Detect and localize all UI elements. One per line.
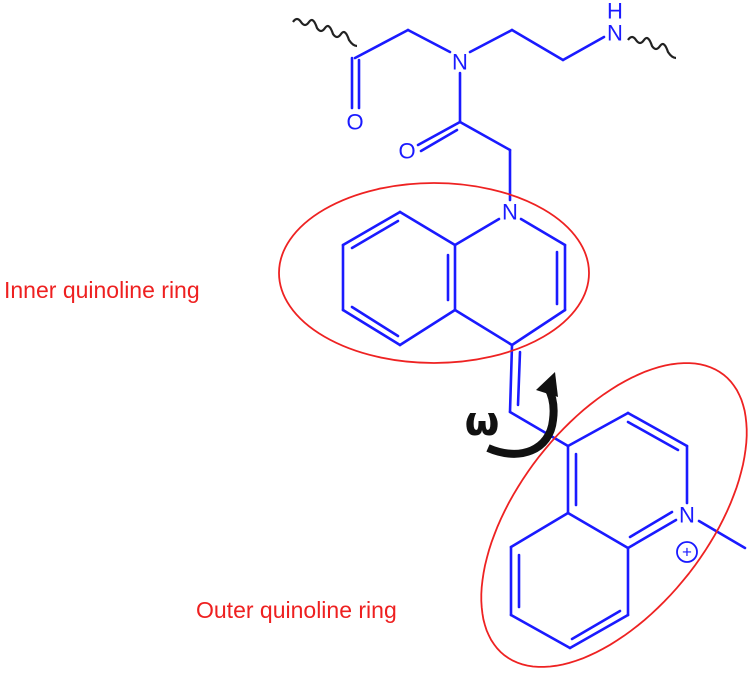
backbone-bonds [350, 28, 606, 202]
atom-n-backbone: N [452, 50, 468, 75]
outer-quinoline-bonds [509, 411, 747, 650]
inner-ring-label: Inner quinoline ring [4, 277, 200, 303]
wavy-bond-right [627, 35, 677, 60]
charge-symbol: + [682, 543, 692, 562]
positive-charge-icon [676, 541, 698, 563]
methine-bridge-bonds [508, 343, 570, 448]
atom-n-outer: N [679, 503, 695, 528]
atom-h-amine: H [607, 0, 623, 24]
inner-ring-highlight [278, 182, 590, 364]
atom-o-2: O [398, 139, 415, 164]
atom-n-inner: N [502, 200, 518, 225]
outer-ring-highlight [480, 362, 748, 668]
wavy-bond-left [292, 17, 358, 48]
omega-symbol: ω [465, 399, 500, 445]
inner-quinoline-bonds [341, 210, 567, 347]
outer-ring-label: Outer quinoline ring [196, 597, 397, 623]
rotation-arrow-icon [486, 386, 558, 458]
arrow-head-icon [536, 372, 558, 397]
atom-n-amine: N [607, 21, 623, 46]
atom-o-1: O [346, 110, 363, 135]
